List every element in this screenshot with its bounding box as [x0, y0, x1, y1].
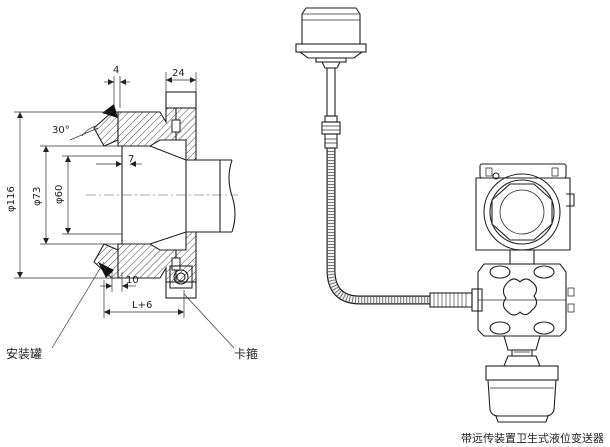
screw-icon [492, 172, 500, 180]
dim-d60: φ60 [54, 185, 65, 204]
seal-stem [326, 67, 336, 117]
dim-length: L+6 [132, 300, 152, 311]
dim-top-gap: 4 [113, 65, 119, 76]
gasket-top [171, 119, 181, 133]
dim-d116: φ116 [6, 186, 17, 212]
remote-seal [295, 7, 367, 149]
clamp-upper [165, 91, 197, 109]
instrument-ferrule-bottom [175, 231, 197, 283]
ferrule-top [117, 107, 177, 147]
dim-angle: 30° [52, 125, 70, 136]
instrument-ferrule-top [175, 107, 197, 161]
sanitary-seal [485, 335, 559, 423]
flange-cross-plate [502, 278, 538, 316]
armored-capillary [326, 148, 430, 305]
clamp-lower [165, 281, 197, 299]
product-caption: 带远传装置卫生式液位变送器 [461, 431, 604, 445]
electronics-housing [475, 163, 575, 265]
clamp-nut [169, 265, 193, 289]
dim-d73: φ73 [32, 187, 43, 206]
remote-transmitter-view: 带远传装置卫生式液位变送器 [295, 7, 604, 445]
dim-clamp-width: 24 [172, 68, 185, 79]
weld-bead-bottom [98, 262, 114, 278]
dim-inner-depth: 7 [128, 154, 134, 165]
sensor-body [477, 263, 575, 337]
dim-weld-height: 10 [126, 275, 139, 286]
capillary-fitting [321, 121, 341, 135]
sectional-drawing: 4 24 30° φ116 φ73 φ60 7 10 [6, 65, 258, 361]
tank-wall-top [93, 111, 119, 147]
label-mounting-tank: 安装罐 [6, 346, 42, 361]
gasket-bottom [171, 257, 181, 271]
leader-clamp [183, 293, 235, 349]
label-clamp: 卡箍 [234, 346, 258, 361]
leader-tank [51, 261, 105, 349]
